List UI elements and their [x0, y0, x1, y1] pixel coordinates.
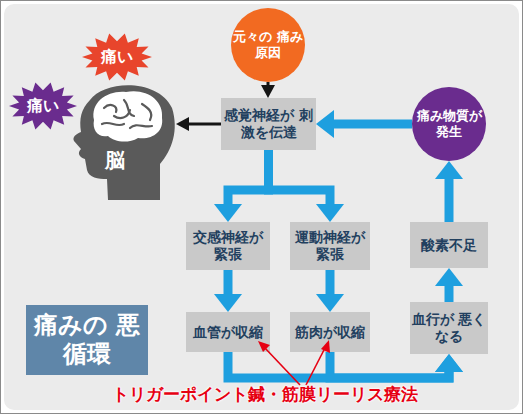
flow-arrow: [261, 82, 275, 98]
connector-line: [228, 352, 449, 378]
process-box: 筋肉が収縮: [290, 312, 370, 352]
brain-shape: [93, 91, 162, 141]
arrowhead: [261, 85, 275, 98]
process-box: 運動神経が 緊張: [290, 222, 370, 270]
flow-arrow: [435, 161, 463, 222]
arrowhead: [435, 268, 463, 286]
flow-arrow: [316, 110, 412, 138]
brain-fold: [104, 105, 116, 112]
connector-line: [326, 270, 335, 294]
flow-arrow: [176, 117, 221, 131]
flow-arrow: [330, 352, 463, 378]
arrowhead: [316, 110, 334, 138]
leader-line: [264, 347, 300, 385]
node-text: 血行が 悪くなる: [410, 311, 488, 345]
node-text: 筋肉が収縮: [295, 324, 365, 341]
treatment-label: トリガーポイント鍼・筋膜リーリス療法: [112, 383, 418, 406]
process-box: 感覚神経が 刺激を伝達: [221, 98, 316, 150]
pain-starburst: 痛い: [9, 82, 77, 130]
connector-line: [267, 82, 270, 85]
flow-arrow: [316, 270, 344, 312]
process-box: 血管が収縮: [186, 312, 270, 352]
node-text: 交感神経が 緊張: [186, 229, 270, 263]
flow-arrow: [214, 270, 242, 312]
arrowhead: [176, 117, 189, 131]
connector-line: [224, 270, 233, 294]
head-silhouette: [68, 78, 176, 200]
process-box: 酸素不足: [410, 222, 488, 268]
leader-lines: [264, 346, 326, 385]
leader-arrowhead: [321, 340, 330, 353]
node-text: 痛み物質が 発生: [412, 108, 486, 139]
cause-circle: 元々の 痛み原因: [231, 8, 305, 82]
connector-line: [445, 286, 454, 302]
flow-arrow: [269, 150, 345, 222]
brain-fold: [114, 110, 130, 118]
connector-line: [269, 150, 331, 204]
brain-fold: [142, 104, 151, 120]
leader-line: [306, 346, 326, 385]
flow-arrow: [214, 150, 269, 222]
connector-line: [334, 120, 412, 129]
node-text: 脳: [90, 148, 140, 172]
connector-line: [228, 150, 269, 204]
connector-line: [445, 179, 454, 222]
leader-arrowhead: [258, 341, 270, 352]
arrowhead: [435, 161, 463, 179]
brain-fold: [102, 123, 124, 125]
cause-circle: 痛み物質が 発生: [412, 87, 486, 161]
arrowhead: [214, 204, 242, 222]
arrowhead: [214, 294, 242, 312]
connector-line: [189, 123, 221, 126]
process-box: 痛みの 悪循環: [26, 305, 148, 375]
process-box: 血行が 悪くなる: [410, 302, 488, 354]
pain-starburst: 痛い: [82, 33, 152, 81]
arrowhead: [316, 204, 344, 222]
arrowhead: [316, 294, 344, 312]
starburst-outline: [9, 83, 77, 130]
node-text: 感覚神経が 刺激を伝達: [221, 107, 316, 141]
flow-arrow: [435, 268, 463, 302]
node-text: 痛い: [27, 96, 59, 115]
node-text: 運動神経が 緊張: [290, 229, 370, 263]
process-box: 交感神経が 緊張: [186, 222, 270, 270]
connector-line: [330, 352, 449, 378]
starburst-outline: [82, 34, 152, 81]
head-outline: [73, 85, 174, 200]
node-text: 血管が収縮: [193, 324, 263, 341]
node-text: 痛い: [101, 47, 133, 66]
arrowhead: [435, 354, 463, 372]
node-text: 酸素不足: [421, 237, 477, 254]
arrowhead: [435, 354, 463, 372]
head-figure: 脳: [68, 78, 176, 200]
panel: [4, 4, 519, 410]
node-text: 痛みの 悪循環: [26, 311, 148, 369]
flow-arrow: [228, 352, 463, 378]
brain-fold: [130, 125, 152, 128]
node-text: 元々の 痛み原因: [231, 29, 305, 60]
